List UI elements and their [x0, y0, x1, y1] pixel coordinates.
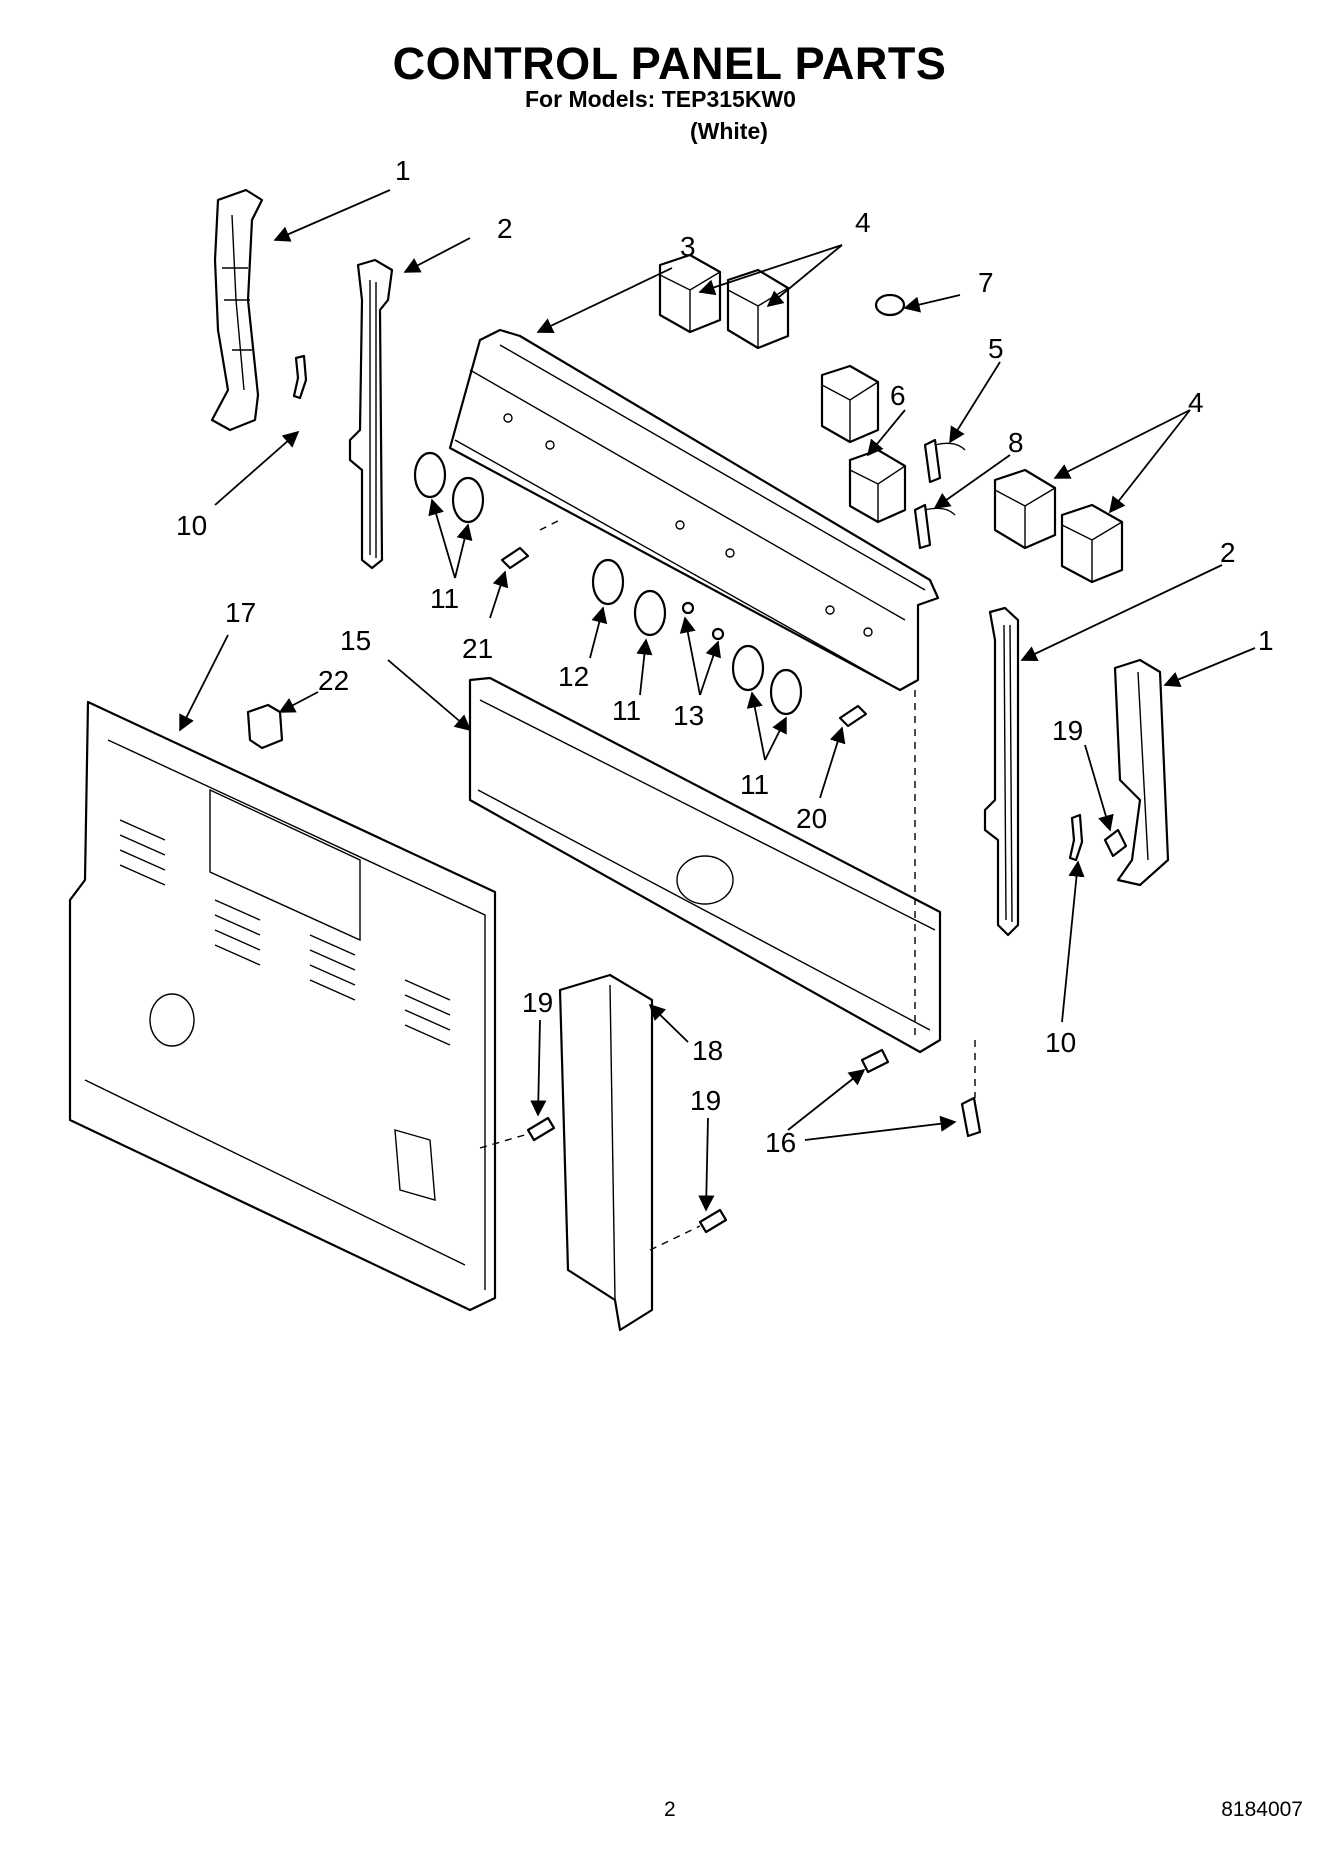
- callout-12: 12: [558, 661, 589, 692]
- clip-left: [292, 354, 308, 400]
- console-body: [448, 328, 940, 692]
- mounting-clip-22: [246, 703, 284, 750]
- page-number: 2: [664, 1798, 676, 1821]
- page-title: CONTROL PANEL PARTS: [392, 38, 947, 89]
- callout-5: 5: [988, 333, 1004, 364]
- model-number-label: For Models: TEP315KW0: [525, 86, 796, 112]
- callout-1-left: 1: [395, 155, 411, 186]
- callout-4-lower: 4: [1188, 387, 1204, 418]
- screw-16-b: [960, 1096, 982, 1138]
- lens-1: [681, 601, 695, 615]
- rear-panel: [468, 676, 942, 1054]
- clip-right: [1068, 813, 1084, 862]
- support-bracket-18: [558, 973, 654, 1332]
- model-color-label: (White): [690, 118, 768, 144]
- screw-19-right: [1103, 828, 1128, 858]
- callout-19-right: 19: [1052, 715, 1083, 746]
- knob-4: [731, 644, 765, 692]
- callout-3: 3: [680, 231, 696, 262]
- indicator-lamp-5: [923, 438, 942, 484]
- callout-11-center: 11: [612, 695, 641, 726]
- knob-3: [633, 589, 667, 637]
- callout-20: 20: [796, 803, 827, 834]
- callout-11-right: 11: [740, 769, 769, 800]
- callout-19-bracket: 19: [690, 1085, 721, 1116]
- callout-22: 22: [318, 665, 349, 696]
- document-number: 8184007: [1221, 1798, 1303, 1821]
- end-cap-right: [1113, 658, 1170, 887]
- screw-19-left: [526, 1116, 556, 1142]
- callout-6: 6: [890, 380, 906, 411]
- callout-1-right: 1: [1258, 625, 1274, 656]
- indicator-ring: [874, 293, 906, 317]
- callout-18: 18: [692, 1035, 723, 1066]
- callout-13: 13: [673, 700, 704, 731]
- callout-7: 7: [978, 267, 994, 298]
- side-bracket-right: [983, 606, 1020, 937]
- callout-4-upper: 4: [855, 207, 871, 238]
- callout-15: 15: [340, 625, 371, 656]
- backguard: [68, 700, 497, 1312]
- callout-2-right: 2: [1220, 537, 1236, 568]
- knob-12: [591, 558, 625, 606]
- callout-2-left: 2: [497, 213, 513, 244]
- callout-21: 21: [462, 633, 493, 664]
- callout-19-left: 19: [522, 987, 553, 1018]
- callout-17: 17: [225, 597, 256, 628]
- screw-20: [838, 704, 868, 728]
- lens-2: [711, 627, 725, 641]
- callout-10-left: 10: [176, 510, 207, 541]
- callout-8: 8: [1008, 427, 1024, 458]
- side-bracket-left: [348, 258, 394, 570]
- indicator-lamp-8: [913, 503, 932, 550]
- knob-5: [769, 668, 803, 716]
- knob-2: [451, 476, 485, 524]
- callout-10-right: 10: [1045, 1027, 1076, 1058]
- callout-11-left: 11: [430, 583, 459, 614]
- screw-21: [500, 546, 530, 570]
- callout-16: 16: [765, 1127, 796, 1158]
- screw-19-bracket: [698, 1208, 728, 1234]
- knob-1: [413, 451, 447, 499]
- screw-16-a: [860, 1048, 890, 1074]
